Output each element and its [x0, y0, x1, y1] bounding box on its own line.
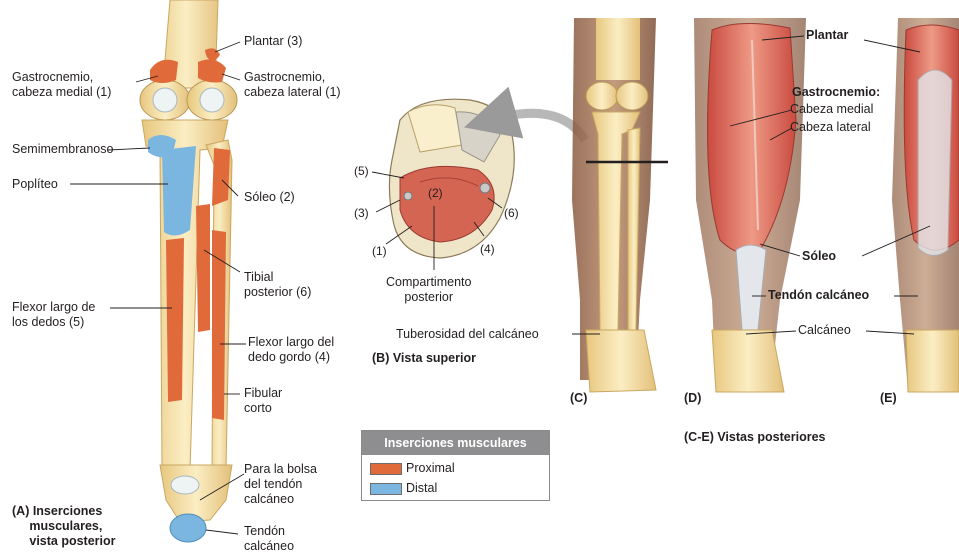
- cs-label-6: (6): [504, 206, 519, 221]
- legend-label-proximal: Proximal: [406, 461, 455, 475]
- label-tibialis-posterior: Tibial posterior (6): [244, 270, 311, 300]
- gastrocnemius-medial-origin: [150, 60, 178, 83]
- label-popliteus: Poplíteo: [12, 177, 58, 192]
- label-lateral-head: Cabeza lateral: [790, 120, 871, 135]
- caption-b: (B) Vista superior: [372, 351, 476, 366]
- label-gastrocnemius-d: Gastrocnemio:: [792, 85, 880, 100]
- caption-a: (A) Inserciones musculares, vista poster…: [12, 504, 116, 549]
- label-plantar-d: Plantar: [806, 28, 848, 43]
- label-soleus-d: Sóleo: [802, 249, 836, 264]
- label-plantar-a: Plantar (3): [244, 34, 302, 49]
- label-fibularis-brevis: Fibular corto: [244, 386, 282, 416]
- legend-swatch-proximal: [370, 463, 402, 475]
- flexor-digitorum-longus-origin: [166, 238, 184, 402]
- panel-b-cross-section: [372, 99, 585, 270]
- label-soleus-a: Sóleo (2): [244, 190, 295, 205]
- label-calcaneal-tuberosity: Tuberosidad del calcáneo: [396, 327, 539, 342]
- label-gastrocnemius-lateral-a: Gastrocnemio, cabeza lateral (1): [244, 70, 341, 100]
- panel-c-illustration: [572, 18, 668, 392]
- panel-e-illustration: [862, 18, 959, 392]
- soleus-origin: [212, 148, 230, 206]
- label-posterior-compartment: Compartimento posterior: [386, 275, 471, 305]
- calcaneal-tendon-insertion: [170, 514, 206, 542]
- label-calcaneal-tendon-a: Tendón calcáneo: [244, 524, 294, 554]
- cs-label-3: (3): [354, 206, 369, 221]
- panel-d-illustration: [694, 18, 806, 392]
- legend-title: Inserciones musculares: [362, 431, 549, 455]
- legend-label-distal: Distal: [406, 481, 437, 495]
- cs-label-4: (4): [480, 242, 495, 257]
- label-semimembranosus: Semimembranoso: [12, 142, 113, 157]
- flexor-hallucis-longus-origin: [212, 230, 226, 420]
- cs-label-1: (1): [372, 244, 387, 259]
- caption-c: (C): [570, 391, 587, 406]
- caption-e: (E): [880, 391, 897, 406]
- cs-label-5: (5): [354, 164, 369, 179]
- caption-ce: (C-E) Vistas posteriores: [684, 430, 825, 445]
- label-bursa: Para la bolsa del tendón calcáneo: [244, 462, 317, 507]
- label-flexor-hallucis: Flexor largo del dedo gordo (4): [248, 335, 334, 365]
- label-medial-head: Cabeza medial: [790, 102, 873, 117]
- legend: Inserciones musculares Proximal Distal: [361, 430, 550, 501]
- gastrocnemius-lateral-origin: [198, 60, 226, 83]
- label-gastrocnemius-medial-a: Gastrocnemio, cabeza medial (1): [12, 70, 111, 100]
- label-calcaneal-tendon-d: Tendón calcáneo: [768, 288, 869, 303]
- label-flexor-digitorum: Flexor largo de los dedos (5): [12, 300, 95, 330]
- cs-label-2: (2): [428, 186, 443, 201]
- caption-d: (D): [684, 391, 701, 406]
- legend-swatch-distal: [370, 483, 402, 495]
- label-calcaneus: Calcáneo: [798, 323, 851, 338]
- tibialis-posterior-origin: [196, 204, 210, 332]
